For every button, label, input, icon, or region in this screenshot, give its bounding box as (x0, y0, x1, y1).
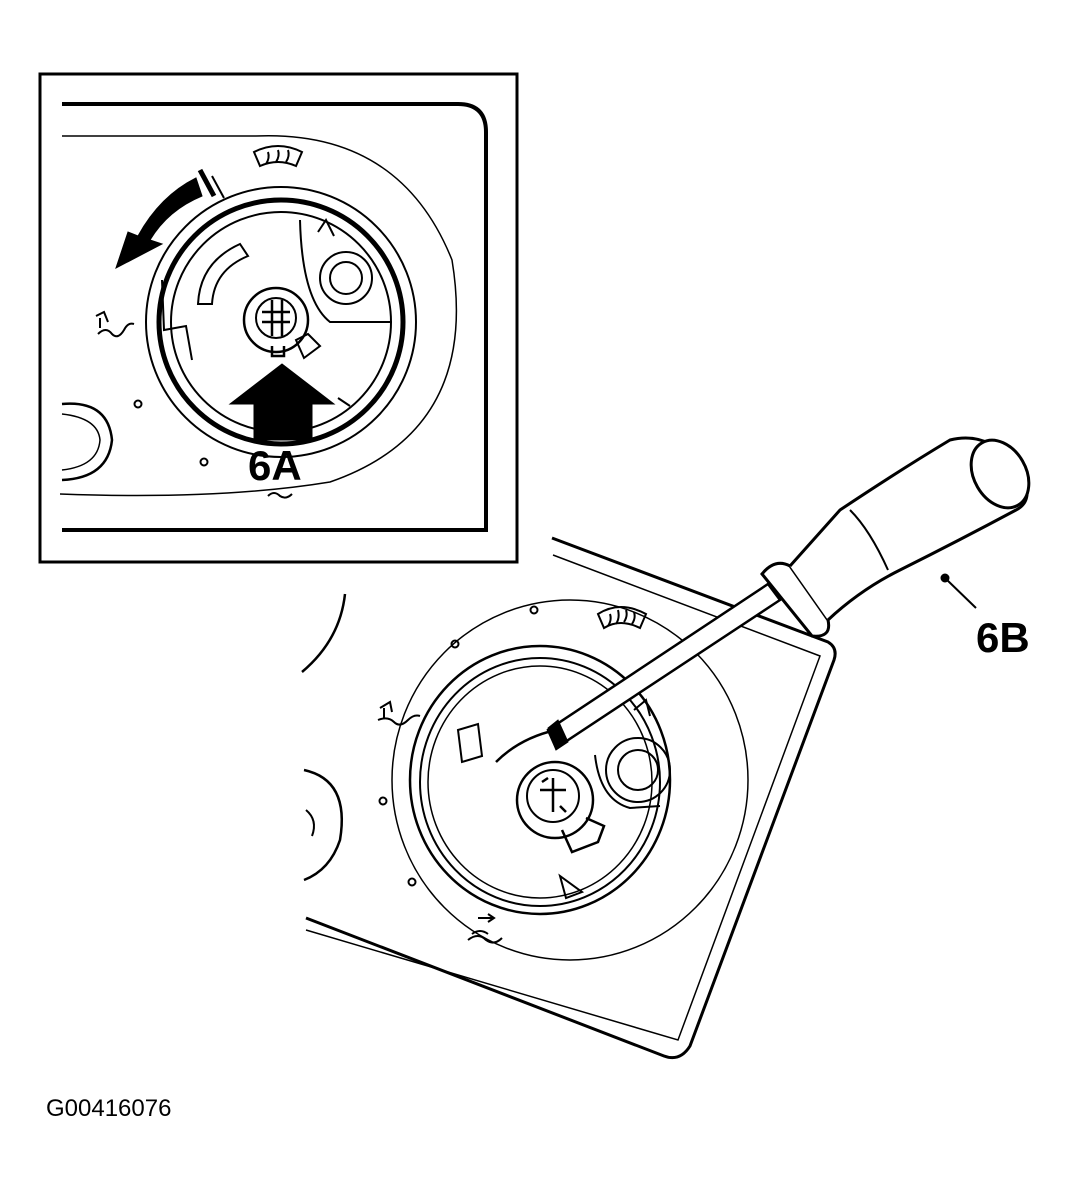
inset-position-tick (337, 397, 351, 407)
inset-knob-bezel (145, 186, 417, 458)
rotation-mark-2 (211, 175, 225, 199)
inset-hub-inner (255, 297, 297, 339)
control-panel-outline (305, 536, 837, 1060)
inset-adjacent-knob-inner (61, 413, 101, 471)
inset-pivot-inner (329, 261, 363, 295)
screwdriver-handle-end (969, 438, 1031, 510)
figure-id: G00416076 (46, 1095, 171, 1122)
label-6b: 6B (976, 614, 1030, 661)
adjacent-knob-arc-upper (301, 593, 347, 673)
knob-bezel-inner (419, 657, 661, 907)
retaining-tab-bottom (558, 873, 585, 900)
panel-vent-icon (467, 913, 503, 944)
inset-outer-ring (59, 135, 458, 497)
push-arrow-icon (228, 363, 336, 441)
floor-vent-icon (377, 700, 421, 726)
knob-bezel-innermost (427, 665, 653, 899)
inset-knob-ring (156, 197, 406, 447)
center-hub-cross (540, 776, 567, 813)
panel-vent-icon (267, 492, 293, 499)
inset-pivot-outer (319, 251, 373, 305)
rotation-mark-1 (197, 168, 217, 198)
inset-adjacent-knob (61, 402, 114, 482)
retaining-tab-upper-left (456, 722, 484, 764)
release-clip-arc (495, 728, 557, 763)
screwdriver-tip (547, 719, 569, 751)
inset-pivot-bracket (299, 219, 392, 323)
leader-6b-dot (940, 573, 950, 583)
knob-bezel (408, 644, 672, 916)
inset-hub-tab (294, 332, 322, 360)
inset-left-latch (161, 279, 193, 361)
mounting-holes (378, 605, 539, 887)
pivot-hole-outer (605, 737, 671, 803)
adjacent-knob-arc-lower (303, 768, 344, 882)
label-6a: 6A (248, 442, 302, 489)
main-view (301, 436, 1031, 1060)
center-hub-inner (526, 769, 580, 823)
inset-hub-cross (262, 300, 290, 336)
defrost-icon (596, 606, 648, 630)
retaining-tab-upper-right (633, 698, 651, 717)
inset-panel-outline (62, 102, 488, 532)
center-hub-outer (515, 760, 595, 840)
inset-tab-top (317, 218, 335, 237)
control-panel-inner-edge (305, 554, 821, 1041)
screwdriver-icon (546, 436, 1031, 751)
inset-hub-outer (242, 286, 310, 354)
inset-mounting-holes (133, 399, 209, 467)
pivot-bracket (594, 754, 661, 810)
adjacent-knob-inner (305, 809, 315, 837)
hub-latch (560, 816, 606, 854)
direction-arrow-icon (115, 177, 203, 270)
defrost-icon (252, 145, 304, 168)
screwdriver-grip-line (849, 509, 889, 571)
inset-hub-latch (270, 346, 286, 358)
floor-vent-icon (95, 310, 135, 338)
pivot-hole-inner (617, 749, 659, 791)
inset-curved-slot (196, 242, 250, 305)
leader-6b (944, 577, 977, 609)
knob-outer-ring (391, 599, 749, 961)
inset-view (38, 72, 519, 564)
